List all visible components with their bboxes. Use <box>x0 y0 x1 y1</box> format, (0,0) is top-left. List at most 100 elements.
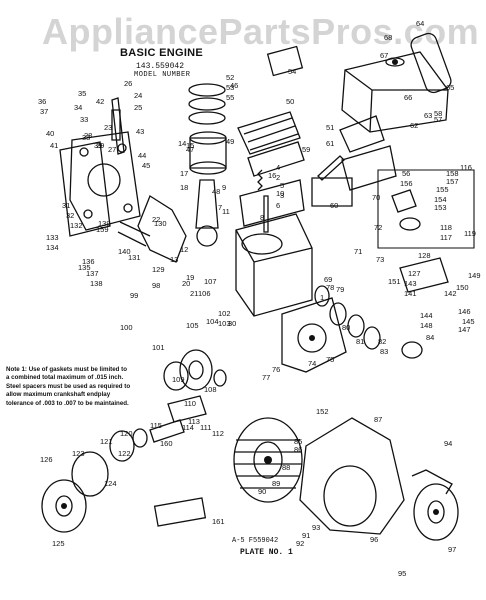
callout-128: 128 <box>418 251 431 260</box>
gasket-80 <box>329 302 347 326</box>
callout-98: 98 <box>152 281 160 290</box>
callout-83: 83 <box>380 347 388 356</box>
callout-9: 9 <box>222 183 226 192</box>
watermark: AppliancePartsPros.com <box>42 11 480 52</box>
callout-1: 1 <box>320 293 324 302</box>
callout-63: 63 <box>424 111 432 120</box>
head-gasket <box>247 141 305 177</box>
callout-97: 97 <box>448 545 456 554</box>
callout-122: 122 <box>118 449 131 458</box>
callout-112: 112 <box>212 429 224 438</box>
callout-42: 42 <box>96 97 104 106</box>
callout-132: 132 <box>70 221 83 230</box>
callout-43: 43 <box>136 127 144 136</box>
callout-109: 109 <box>172 375 185 384</box>
callout-25: 25 <box>134 103 142 112</box>
callout-158: 158 <box>446 169 459 178</box>
muffler-guard <box>339 115 385 153</box>
callout-159: 159 <box>96 225 109 234</box>
callout-61: 61 <box>326 139 334 148</box>
callout-126: 126 <box>40 455 53 464</box>
callout-70: 70 <box>372 193 380 202</box>
magneto-plate <box>167 395 207 423</box>
callout-31: 31 <box>62 201 70 210</box>
piston-ring-3 <box>188 111 226 125</box>
drawing-code: A-5 F559042 <box>232 537 279 545</box>
callout-140: 140 <box>118 247 131 256</box>
flywheel <box>233 417 303 503</box>
callout-96: 96 <box>370 535 378 544</box>
tank-gasket <box>410 32 452 94</box>
callout-29: 29 <box>96 141 104 150</box>
callout-5: 5 <box>280 181 284 190</box>
callout-88: 88 <box>282 463 290 472</box>
oil-seal-79 <box>314 285 330 307</box>
callout-76: 76 <box>272 365 280 374</box>
callout-67: 67 <box>380 51 388 60</box>
callout-24: 24 <box>134 91 142 100</box>
callout-48: 48 <box>212 187 220 196</box>
callout-65: 65 <box>446 83 454 92</box>
callout-116: 116 <box>460 163 472 172</box>
plate-number: PLATE NO. 1 <box>240 548 293 557</box>
cylinder-block <box>235 213 313 317</box>
callout-154: 154 <box>434 195 447 204</box>
callout-146: 146 <box>458 307 471 316</box>
callout-20: 20 <box>182 279 190 288</box>
callout-75: 75 <box>326 355 334 364</box>
callout-107: 107 <box>204 277 217 286</box>
callout-32: 32 <box>66 211 74 220</box>
callout-72: 72 <box>374 223 382 232</box>
air-cleaner <box>399 257 449 293</box>
callout-57: 57 <box>434 115 442 124</box>
callout-123: 123 <box>72 449 85 458</box>
clutch-cup <box>109 430 135 462</box>
callout-15: 15 <box>186 141 194 150</box>
callout-100: 100 <box>120 323 133 332</box>
callout-82: 82 <box>378 337 386 346</box>
callout-139: 139 <box>98 219 111 228</box>
callout-110: 110 <box>184 399 196 408</box>
model-number-label: MODEL NUMBER <box>134 71 191 79</box>
callout-149: 149 <box>468 271 481 280</box>
callout-104: 104 <box>206 317 219 326</box>
callout-73: 73 <box>376 255 384 264</box>
callout-153: 153 <box>434 203 447 212</box>
fuel-cap <box>385 57 405 67</box>
callout-18: 18 <box>180 183 188 192</box>
callout-101: 101 <box>152 343 165 352</box>
callout-99: 99 <box>130 291 138 300</box>
callout-114: 114 <box>182 423 194 432</box>
callout-46: 46 <box>230 81 238 90</box>
connecting-rod <box>195 179 219 229</box>
callout-49: 49 <box>226 137 234 146</box>
callout-4: 4 <box>276 163 280 172</box>
callout-134: 134 <box>46 243 59 252</box>
callout-62: 62 <box>410 121 418 130</box>
callout-136: 136 <box>82 257 95 266</box>
callout-103: 103 <box>218 319 231 328</box>
clutch-arm <box>149 419 185 443</box>
callout-19: 19 <box>186 273 194 282</box>
air-baffle <box>311 177 353 207</box>
callout-133: 133 <box>46 233 59 242</box>
callout-118: 118 <box>440 223 452 232</box>
callout-81: 81 <box>356 337 364 346</box>
callout-21: 21 <box>190 289 198 298</box>
callout-10: 10 <box>276 189 284 198</box>
callout-121: 121 <box>100 437 113 446</box>
callout-51: 51 <box>326 123 334 132</box>
callout-148: 148 <box>420 321 433 330</box>
crankshaft <box>137 195 187 263</box>
callout-127: 127 <box>408 269 421 278</box>
callout-105: 105 <box>186 321 199 330</box>
muffler <box>341 145 397 191</box>
callout-93: 93 <box>312 523 320 532</box>
callout-147: 147 <box>458 325 471 334</box>
callout-106: 106 <box>198 289 211 298</box>
callout-56: 56 <box>402 169 410 178</box>
cylinder-head <box>237 111 301 155</box>
callout-91: 91 <box>302 531 310 540</box>
callout-151: 151 <box>388 277 401 286</box>
